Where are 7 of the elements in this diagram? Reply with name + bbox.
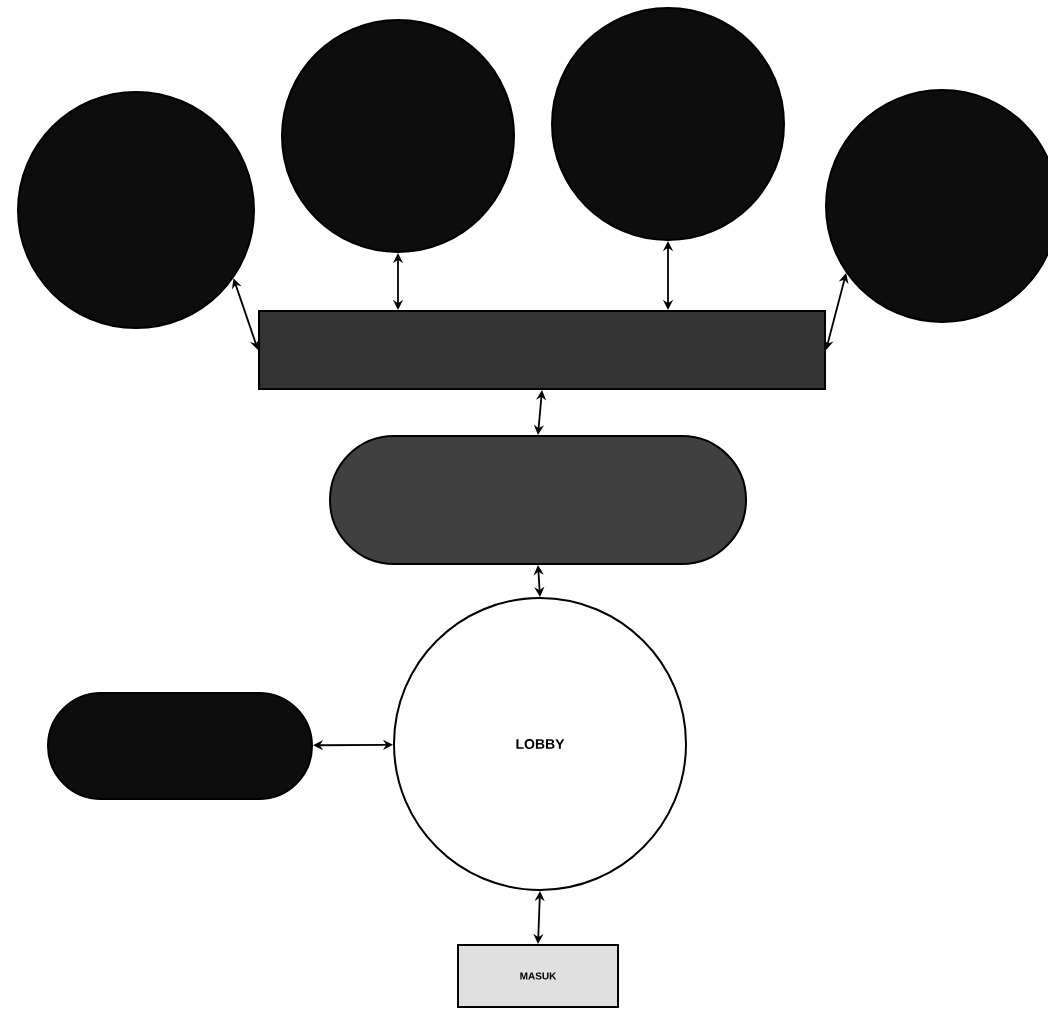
circle [551, 7, 785, 241]
circle [17, 91, 255, 329]
circle [825, 89, 1048, 323]
pill [47, 692, 313, 800]
circle [281, 19, 515, 253]
box [258, 310, 826, 390]
pill [329, 435, 747, 565]
